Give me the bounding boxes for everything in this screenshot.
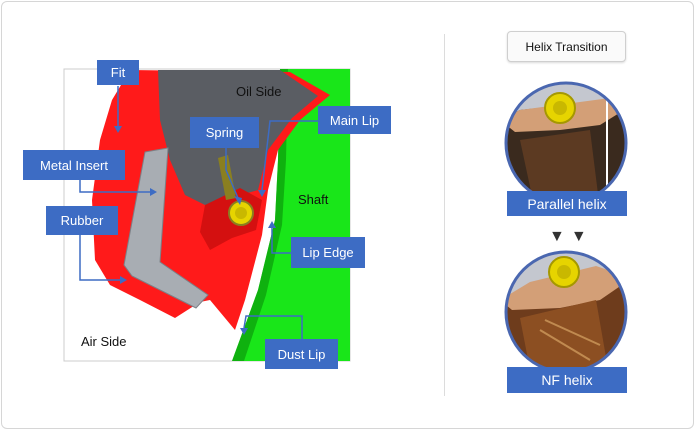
dust-lip-leader	[243, 315, 303, 352]
metal-insert-leader	[79, 180, 150, 193]
main-lip-leader	[261, 120, 322, 191]
label-metal-insert: Metal Insert	[23, 150, 125, 180]
panel-divider	[444, 34, 445, 396]
down-arrow-icon: ▼	[549, 228, 571, 245]
label-fit: Fit	[97, 60, 139, 85]
label-dust-lip: Dust Lip	[265, 339, 338, 369]
label-rubber: Rubber	[46, 206, 118, 235]
label-parallel-helix: Parallel helix	[507, 191, 627, 216]
label-shaft: Shaft	[298, 192, 329, 207]
label-oil-side: Oil Side	[236, 84, 282, 99]
lip-edge-leader	[271, 228, 293, 254]
down-arrow-icon: ▼	[570, 228, 593, 245]
label-spring: Spring	[190, 117, 259, 148]
spring-leader	[225, 142, 239, 199]
metal-insert-shape	[123, 147, 209, 309]
parallel-helix-image	[506, 83, 626, 203]
label-main-lip: Main Lip	[318, 106, 391, 134]
transition-arrows: ▼▼	[549, 228, 593, 246]
rubber-leader	[79, 234, 120, 281]
label-nf-helix: NF helix	[507, 367, 627, 393]
helix-transition-title: Helix Transition	[507, 31, 626, 62]
label-air-side: Air Side	[81, 334, 127, 349]
nf-helix-image	[506, 252, 626, 372]
label-lip-edge: Lip Edge	[291, 237, 365, 268]
